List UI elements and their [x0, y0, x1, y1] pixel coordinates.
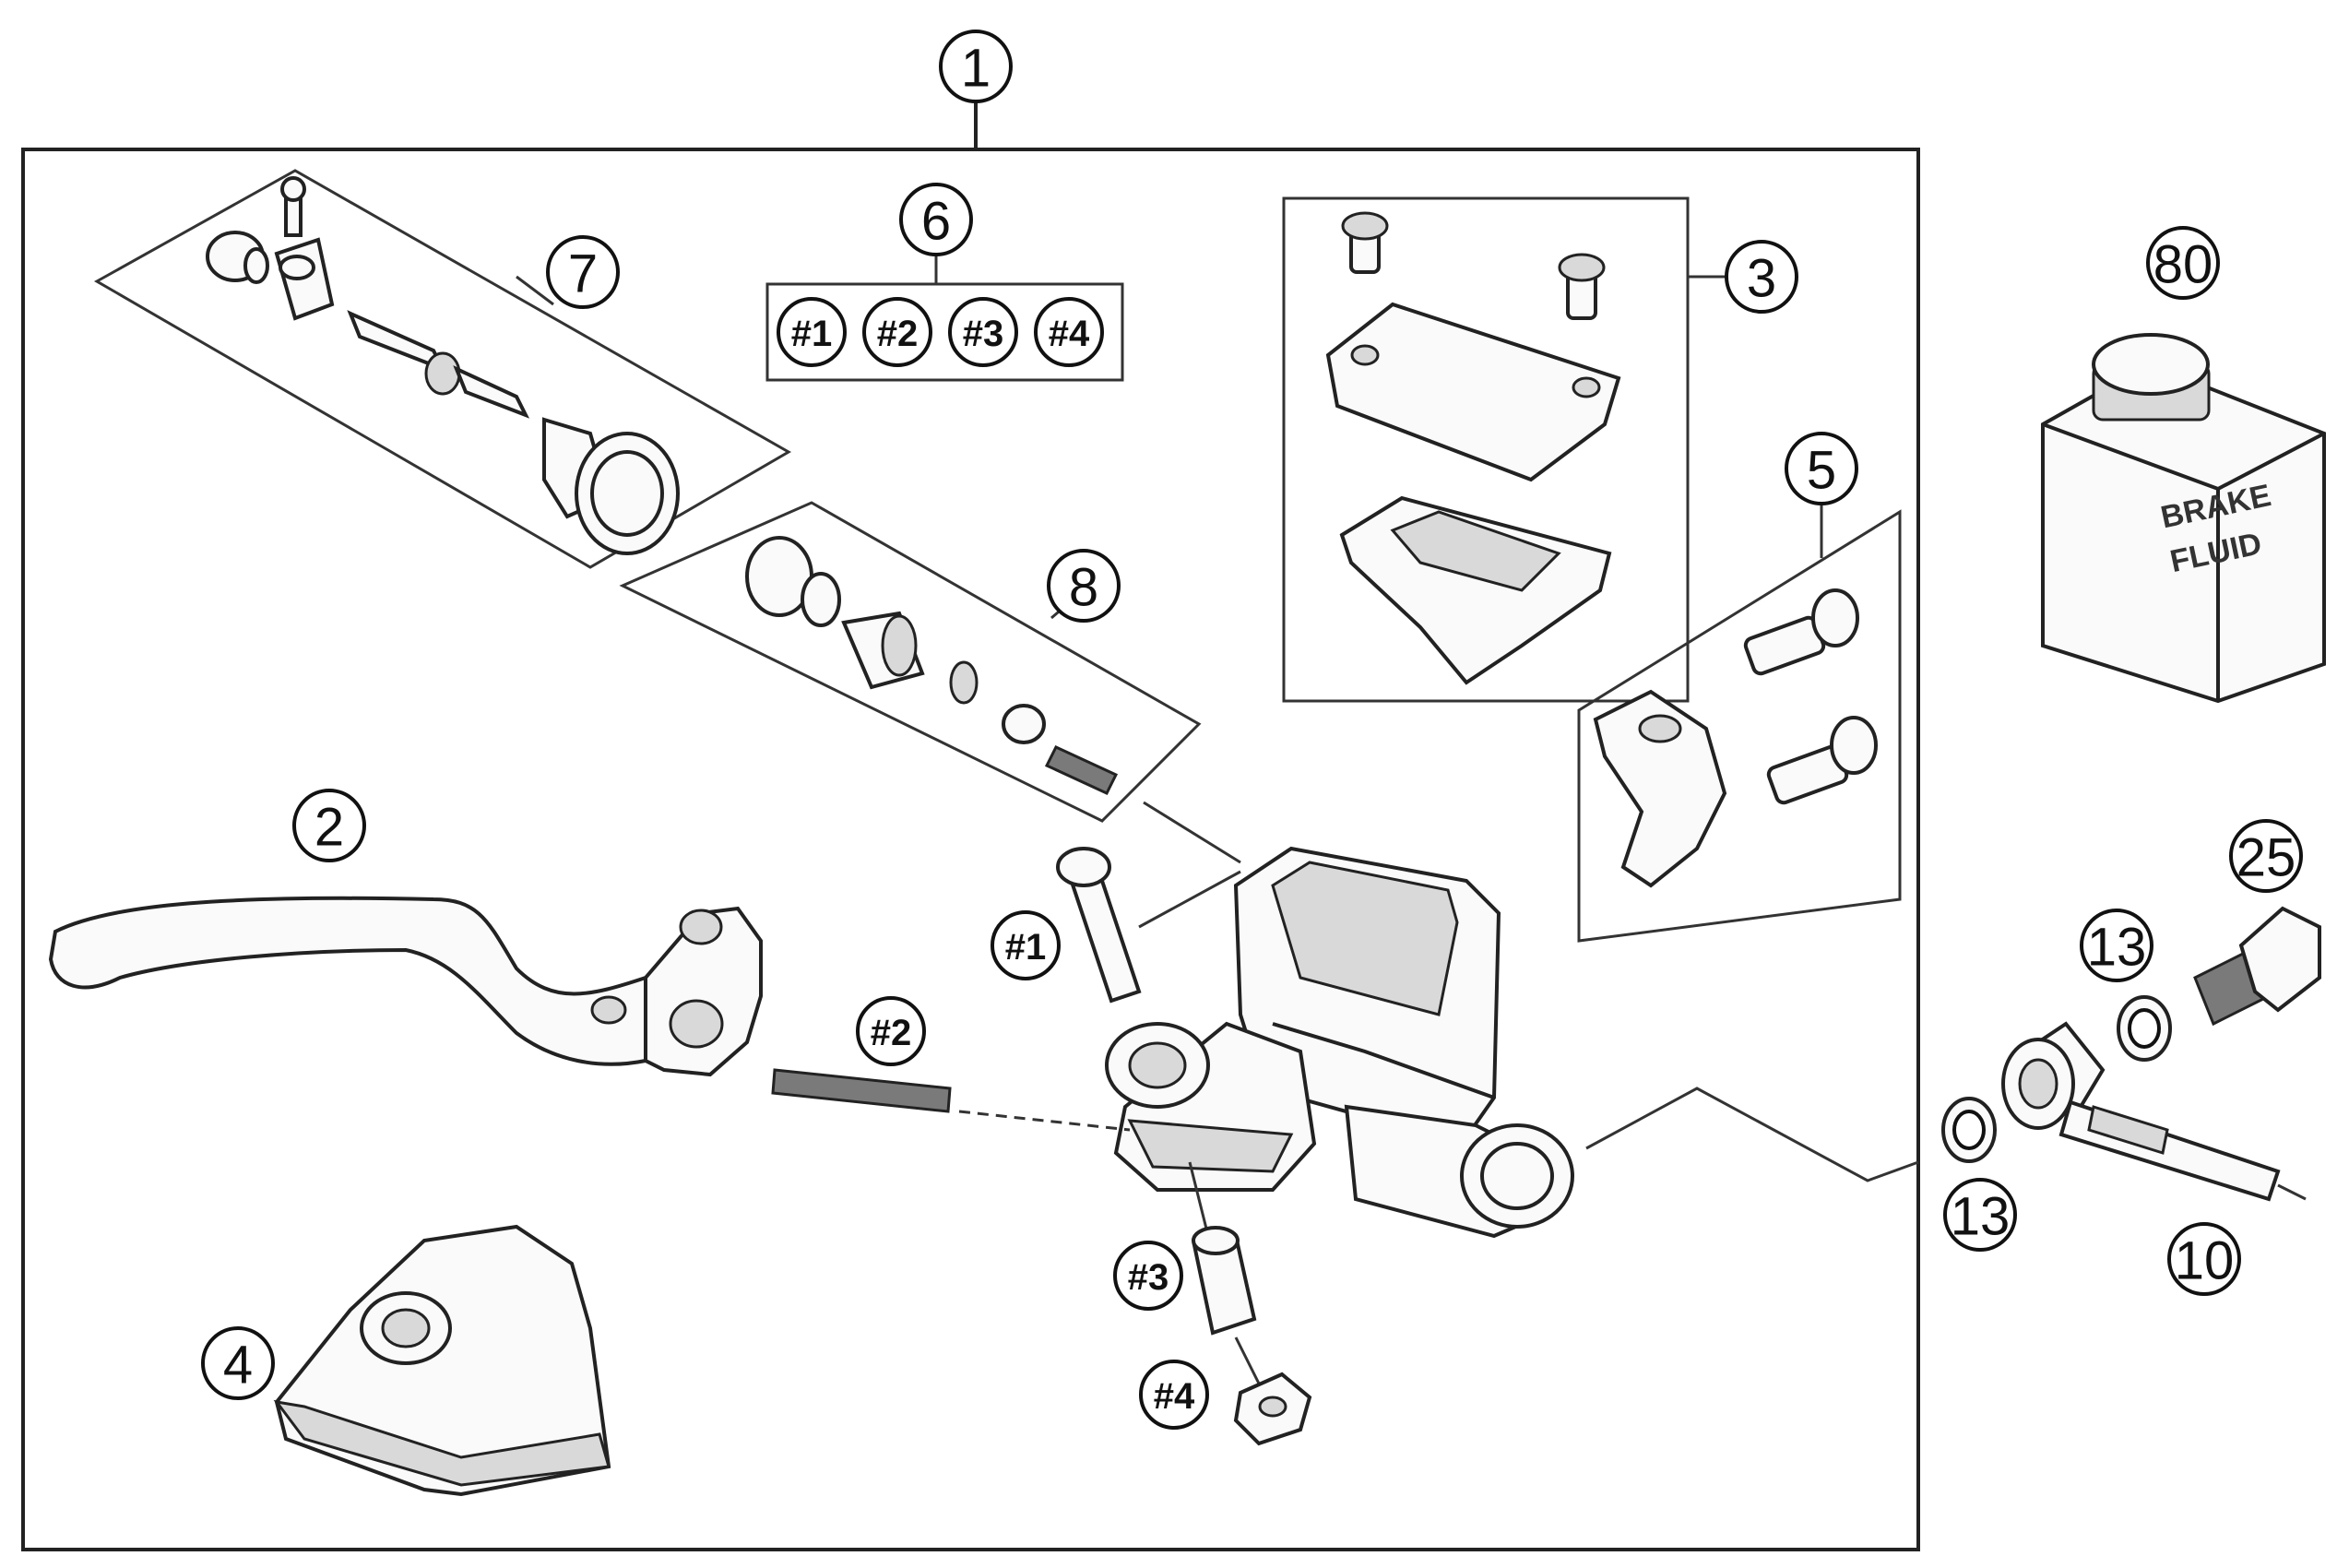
callout-10: 10 — [2167, 1222, 2241, 1296]
brake-lever — [48, 896, 763, 1077]
piston-kit-box — [93, 169, 792, 569]
svg-text:10: 10 — [2175, 1231, 2235, 1291]
svg-text:#2: #2 — [871, 1013, 912, 1053]
kit-item-1: #1 — [777, 297, 847, 367]
callout-80: 80 — [2146, 226, 2220, 300]
callout-7-leader — [516, 275, 554, 306]
svg-text:#3: #3 — [963, 314, 1004, 354]
callout-1: 1 — [939, 30, 1013, 103]
callout-25: 25 — [2229, 819, 2303, 893]
callout-13-lower: 13 — [1943, 1178, 2017, 1252]
svg-text:25: 25 — [2236, 828, 2296, 888]
svg-text:4: 4 — [223, 1336, 253, 1396]
svg-text:#4: #4 — [1049, 314, 1090, 354]
kit-box — [765, 282, 1124, 382]
svg-text:80: 80 — [2153, 235, 2213, 295]
svg-text:13: 13 — [1951, 1187, 2011, 1247]
reservoir-cover-box — [1282, 196, 1690, 703]
svg-text:5: 5 — [1807, 441, 1836, 501]
piston-parts — [206, 176, 680, 555]
svg-text:2: 2 — [314, 798, 344, 858]
svg-text:#1: #1 — [1005, 927, 1047, 968]
hash-callout-2: #2 — [856, 996, 926, 1066]
svg-text:6: 6 — [921, 192, 951, 252]
spring-2 — [771, 1068, 1131, 1132]
master-cylinder-body — [1105, 846, 1574, 1239]
lever-cover — [273, 1224, 611, 1497]
callout-4: 4 — [201, 1326, 275, 1400]
hash-callout-1: #1 — [991, 910, 1061, 980]
bushing-3 — [1188, 1161, 1257, 1336]
callout-3: 3 — [1725, 240, 1798, 314]
washer-13-lower — [1941, 1097, 1997, 1163]
hose-leader — [1585, 1087, 1919, 1182]
svg-text:1: 1 — [961, 39, 991, 99]
seal-kit-leader-a — [1143, 801, 1241, 864]
banjo-bolt-25 — [2193, 906, 2321, 1027]
svg-text:#4: #4 — [1154, 1376, 1195, 1417]
hash-callout-3: #3 — [1113, 1241, 1183, 1311]
clamp-parts — [1593, 588, 1878, 888]
brake-fluid-bottle: BRAKE FLUID — [2041, 333, 2326, 704]
callout-2: 2 — [292, 789, 366, 862]
kit-item-2: #2 — [862, 297, 932, 367]
washer-13-upper — [2117, 995, 2172, 1062]
callout-8: 8 — [1047, 549, 1121, 623]
seal-kit-box — [619, 501, 1202, 823]
kit-item-3: #3 — [948, 297, 1018, 367]
seal-parts — [745, 536, 1119, 795]
callout-6: 6 — [899, 183, 973, 256]
svg-text:#2: #2 — [877, 314, 919, 354]
callout-7: 7 — [546, 235, 620, 309]
svg-text:7: 7 — [568, 244, 598, 304]
hash-callout-4: #4 — [1139, 1360, 1209, 1430]
bolt-1 — [1056, 847, 1142, 1004]
nut-4 — [1233, 1336, 1312, 1446]
svg-text:#1: #1 — [791, 314, 833, 354]
brake-hose — [2001, 1021, 2307, 1202]
assembly-frame — [21, 148, 1920, 1551]
callout-5: 5 — [1785, 432, 1858, 505]
svg-text:#3: #3 — [1128, 1257, 1169, 1298]
seal-kit-leader-b — [1138, 870, 1241, 929]
kit-item-4: #4 — [1034, 297, 1104, 367]
svg-text:8: 8 — [1069, 558, 1098, 618]
reservoir-cover-parts — [1325, 211, 1621, 685]
svg-text:13: 13 — [2087, 918, 2147, 978]
svg-text:3: 3 — [1747, 249, 1776, 309]
callout-13-upper: 13 — [2080, 909, 2153, 982]
clamp-box — [1577, 509, 1902, 943]
